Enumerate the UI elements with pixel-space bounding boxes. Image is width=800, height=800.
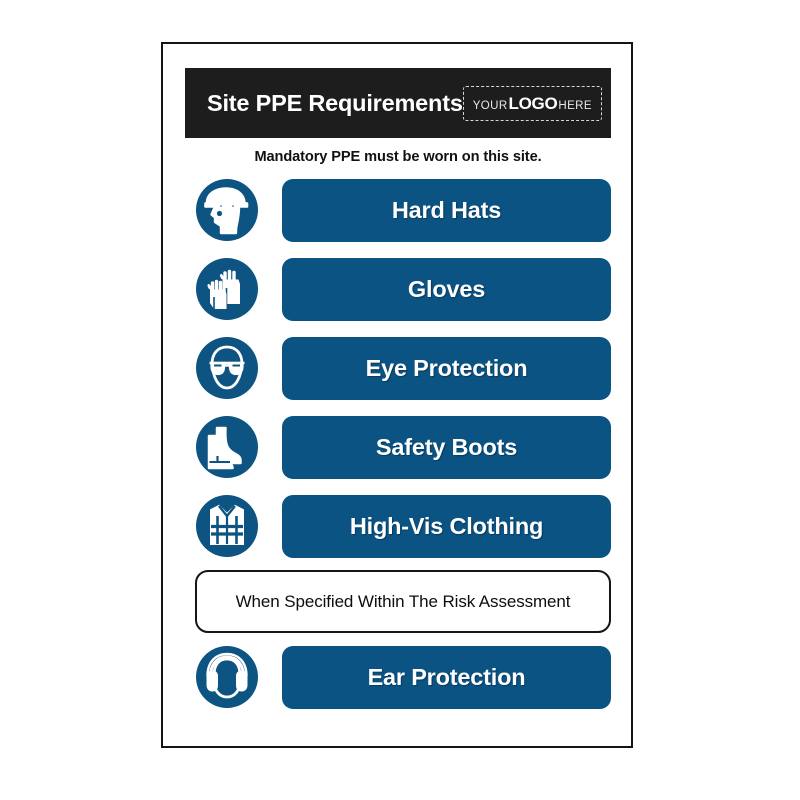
ppe-label: Ear Protection [367, 663, 526, 690]
ppe-row-gloves: Gloves [185, 254, 611, 324]
logo-suffix-text: HERE [558, 99, 592, 112]
ppe-bar-eye-protection: Eye Protection [282, 336, 611, 400]
ppe-sign-board: Site PPE Requirements YOUR LOGO HERE Man… [161, 42, 633, 748]
ppe-row-safety-boots: Safety Boots [185, 412, 611, 482]
gloves-icon [195, 257, 259, 321]
conditional-note-text: When Specified Within The Risk Assessmen… [235, 591, 571, 611]
ppe-bar-safety-boots: Safety Boots [282, 415, 611, 479]
ppe-bar-high-vis-clothing: High-Vis Clothing [282, 494, 611, 558]
ppe-label: Hard Hats [391, 196, 502, 223]
ppe-bar-hard-hats: Hard Hats [282, 178, 611, 242]
ppe-bar-ear-protection: Ear Protection [282, 645, 611, 709]
conditional-note-box: When Specified Within The Risk Assessmen… [195, 570, 611, 633]
ppe-row-eye-protection: Eye Protection [185, 333, 611, 403]
high-vis-vest-icon [195, 494, 259, 558]
page-title: Site PPE Requirements [207, 89, 463, 116]
ppe-label: High-Vis Clothing [349, 512, 544, 539]
sign-header: Site PPE Requirements YOUR LOGO HERE [185, 68, 611, 138]
eye-protection-icon [195, 336, 259, 400]
ppe-label: Eye Protection [365, 354, 528, 381]
ppe-row-hard-hats: Hard Hats [185, 175, 611, 245]
conditional-note-row: When Specified Within The Risk Assessmen… [185, 570, 611, 633]
logo-main-text: LOGO [508, 93, 558, 113]
sign-subtitle: Mandatory PPE must be worn on this site. [254, 149, 542, 165]
ppe-row-high-vis-clothing: High-Vis Clothing [185, 491, 611, 561]
safety-boots-icon [195, 415, 259, 479]
hard-hat-icon [195, 178, 259, 242]
sign-content: Site PPE Requirements YOUR LOGO HERE Man… [185, 68, 611, 730]
logo-prefix-text: YOUR [472, 99, 508, 112]
ppe-bar-gloves: Gloves [282, 257, 611, 321]
ppe-label: Gloves [407, 275, 486, 302]
logo-placeholder: YOUR LOGO HERE [462, 85, 602, 121]
ppe-label: Safety Boots [375, 433, 518, 460]
ear-protection-icon [195, 645, 259, 709]
ppe-row-ear-protection: Ear Protection [185, 642, 611, 712]
ppe-list: Hard Hats [185, 175, 611, 712]
